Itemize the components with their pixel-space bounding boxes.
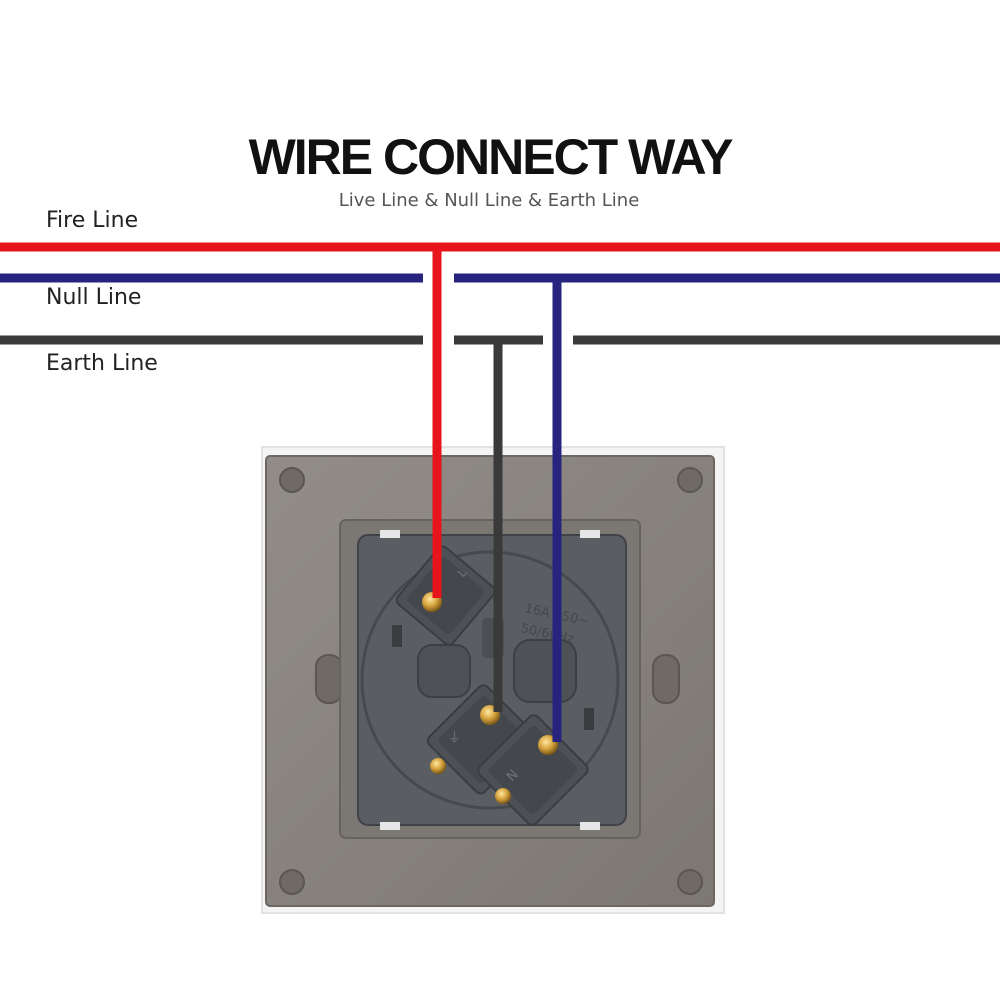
screw-hole-bottom-left <box>279 869 305 895</box>
housing-clip-bottom-left <box>380 822 400 830</box>
pin-guide-left <box>417 644 471 698</box>
earth-terminal-mark: ⏚ <box>448 731 461 746</box>
earth-terminal-screw-lower <box>430 758 446 774</box>
screw-hole-bottom-right <box>677 869 703 895</box>
pin-guide-right <box>513 639 577 703</box>
screw-hole-top-left <box>279 467 305 493</box>
fire-line-label: Fire Line <box>46 208 139 233</box>
housing-clip-bottom-right <box>580 822 600 830</box>
neutral-terminal-screw-lower <box>495 788 511 804</box>
live-terminal <box>395 545 496 646</box>
mount-slot-left <box>315 654 343 704</box>
earth-line-label: Earth Line <box>46 351 158 376</box>
page-subtitle: Live Line & Null Line & Earth Line <box>338 190 640 211</box>
null-line-label: Null Line <box>46 285 142 310</box>
side-slot-left <box>392 625 402 647</box>
page-title: WIRE CONNECT WAY <box>248 129 734 185</box>
housing-clip-top-right <box>580 530 600 538</box>
housing-clip-top-left <box>380 530 400 538</box>
side-slot-right <box>584 708 594 730</box>
screw-hole-top-right <box>677 467 703 493</box>
mount-slot-right <box>652 654 680 704</box>
